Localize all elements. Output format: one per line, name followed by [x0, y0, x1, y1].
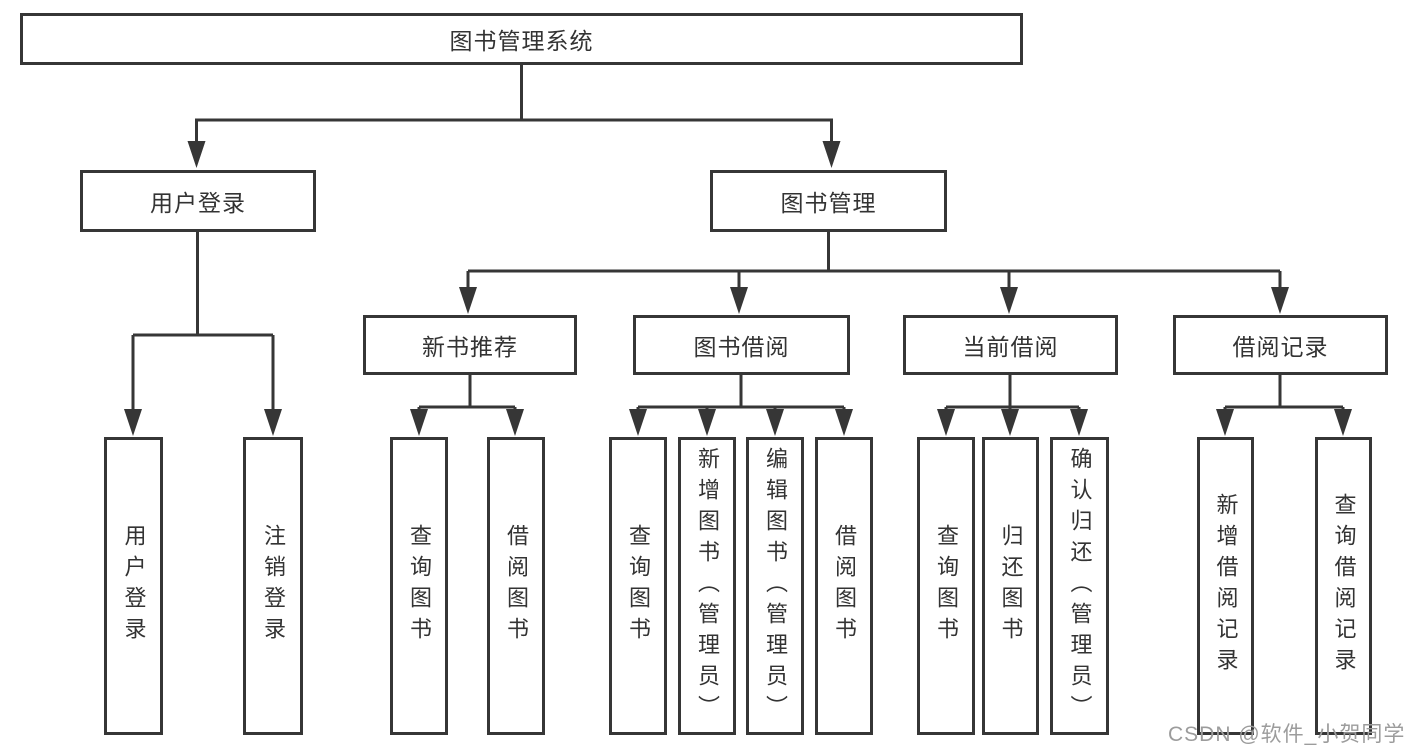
- node-user-login: 用户登录: [80, 170, 316, 232]
- leaf-label: 查询图书: [407, 524, 432, 648]
- leaf-borrow-books-borrowing: 借阅图书: [815, 437, 873, 735]
- node-new-book-recommend: 新书推荐: [363, 315, 577, 375]
- node-book-borrowing: 图书借阅: [633, 315, 850, 375]
- leaf-logout: 注销登录: [243, 437, 303, 735]
- leaf-label: 新增图书（管理员）: [695, 446, 720, 726]
- node-library-system: 图书管理系统: [20, 13, 1023, 65]
- leaf-label: 注销登录: [261, 524, 286, 648]
- node-label: 当前借阅: [962, 334, 1059, 360]
- leaf-label: 借阅图书: [832, 524, 857, 648]
- leaf-label: 借阅图书: [504, 524, 529, 648]
- node-label: 图书管理: [780, 190, 877, 216]
- leaf-label: 用户登录: [121, 524, 147, 648]
- node-label: 新书推荐: [422, 334, 518, 360]
- node-label: 借阅记录: [1232, 334, 1329, 360]
- leaf-return-books: 归还图书: [982, 437, 1039, 735]
- leaf-user-login: 用户登录: [104, 437, 163, 735]
- node-label: 图书借阅: [693, 334, 790, 360]
- csdn-watermark: CSDN @软件_小贺同学: [1168, 723, 1405, 746]
- leaf-edit-book-admin: 编辑图书（管理员）: [746, 437, 804, 735]
- leaf-add-book-admin: 新增图书（管理员）: [678, 437, 736, 735]
- leaf-query-books-borrowing: 查询图书: [609, 437, 667, 735]
- node-label: 图书管理系统: [449, 28, 594, 54]
- leaf-label: 查询借阅记录: [1331, 493, 1357, 679]
- leaf-label: 编辑图书（管理员）: [763, 446, 788, 726]
- leaf-query-borrow-record: 查询借阅记录: [1315, 437, 1372, 735]
- leaf-label: 新增借阅记录: [1213, 493, 1239, 679]
- node-current-borrowing: 当前借阅: [903, 315, 1118, 375]
- leaf-query-books-recommend: 查询图书: [390, 437, 448, 735]
- leaf-label: 确认归还（管理员）: [1067, 446, 1093, 726]
- leaf-confirm-return-admin: 确认归还（管理员）: [1050, 437, 1109, 735]
- leaf-add-borrow-record: 新增借阅记录: [1197, 437, 1254, 735]
- leaf-label: 归还图书: [998, 524, 1024, 648]
- leaf-label: 查询图书: [626, 524, 651, 648]
- node-label: 用户登录: [150, 190, 246, 216]
- leaf-borrow-books-recommend: 借阅图书: [487, 437, 545, 735]
- leaf-label: 查询图书: [934, 524, 959, 648]
- leaf-query-books-current: 查询图书: [917, 437, 975, 735]
- node-borrowing-records: 借阅记录: [1173, 315, 1388, 375]
- node-book-management: 图书管理: [710, 170, 947, 232]
